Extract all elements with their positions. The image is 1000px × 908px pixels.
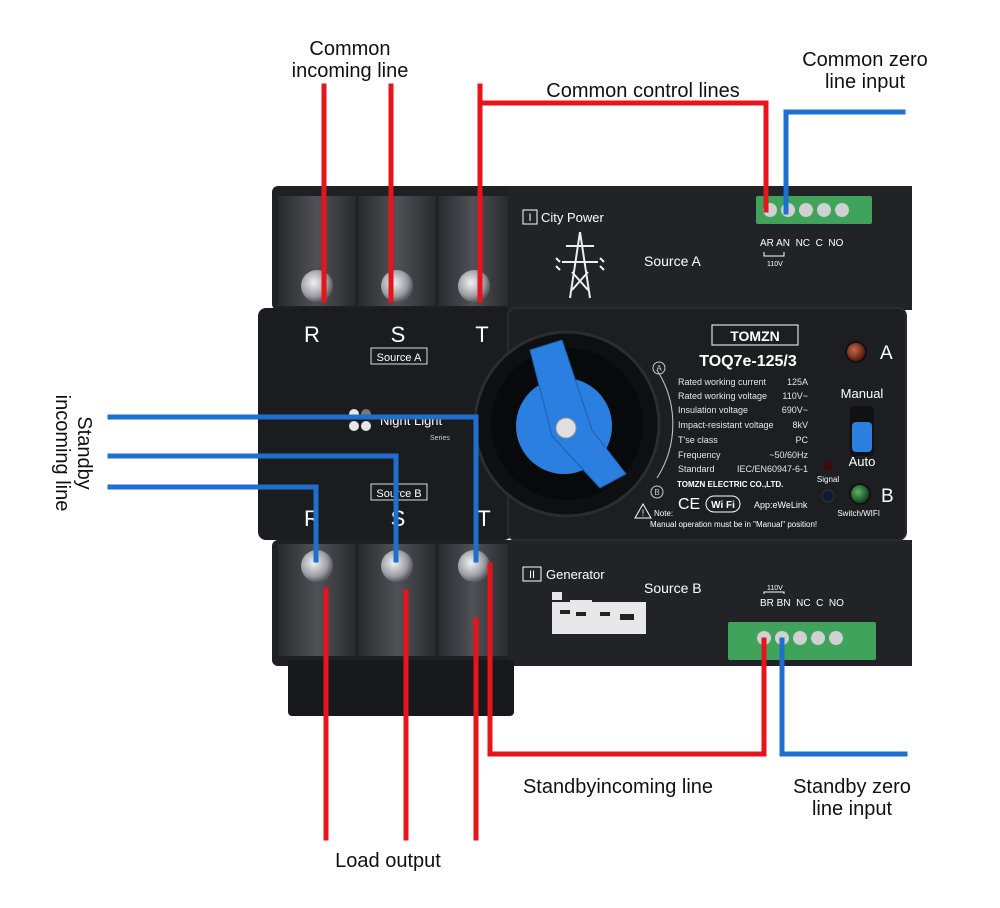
note-title: Note:	[654, 509, 673, 518]
app-label: App:eWeLink	[754, 500, 808, 510]
source-a-badge: Source A	[377, 352, 422, 364]
spec-key: Rated working current	[678, 377, 767, 387]
brand-logo: TOMZN	[730, 328, 780, 344]
wire-standby-s	[107, 453, 399, 563]
generator-label: Generator	[546, 567, 605, 582]
spec-key: Insulation voltage	[678, 405, 748, 415]
spec-value: 110V~	[782, 391, 808, 401]
terminal-b-volt: 110V	[767, 585, 783, 592]
generator-icon	[552, 592, 646, 634]
source-b-label: Source B	[644, 580, 702, 596]
note-switch: Switch/WIFI	[837, 509, 880, 518]
wire-standby-r	[107, 484, 319, 563]
spec-key: Rated working voltage	[678, 391, 767, 401]
night-light-series: Series	[430, 435, 450, 442]
spec-value: 8kV	[792, 420, 808, 430]
city-power-num: I	[528, 212, 531, 224]
terminal-block-b	[728, 622, 876, 660]
spec-list: Rated working current 125A Rated working…	[678, 377, 808, 474]
terminal-a-voltage: 110V	[767, 261, 783, 268]
wire-standby-control	[487, 562, 767, 757]
ce-mark: CE	[678, 496, 700, 513]
generator-num: II	[529, 569, 535, 581]
company-name: TOMZN ELECTRIC CO.,LTD.	[677, 480, 783, 489]
spec-key: T'se class	[678, 435, 718, 445]
label-standby-incoming-line: Standby incoming line	[51, 394, 95, 512]
signal-button	[821, 489, 835, 503]
wire-control-a	[477, 100, 769, 213]
live-wires	[321, 83, 769, 841]
source-b-badge: Source B	[376, 488, 421, 500]
spec-key: Frequency	[678, 450, 721, 460]
neutral-wires	[107, 109, 908, 757]
indicator-b-label: B	[881, 486, 894, 507]
label-common-control-lines: Common control lines	[546, 80, 740, 102]
phase-label-top-t: T	[475, 322, 488, 347]
wire-standby-t	[107, 414, 479, 563]
svg-text:!: !	[642, 508, 645, 518]
indicator-a-led	[845, 341, 867, 363]
spec-value: ~50/60Hz	[769, 450, 808, 460]
phase-label-bottom-t: T	[477, 506, 490, 531]
phase-label-top-s: S	[391, 322, 406, 347]
label-common-incoming-line: Common incoming line	[291, 38, 409, 82]
manual-label: Manual	[841, 386, 884, 401]
dial-position-a: A	[656, 364, 662, 373]
city-power-label: City Power	[541, 210, 605, 225]
rotary-knob[interactable]	[516, 339, 627, 489]
spec-value: PC	[795, 435, 808, 445]
label-common-zero-line-input: Common zero line input	[802, 49, 928, 93]
indicator-b-led	[849, 483, 871, 505]
auto-label: Auto	[849, 454, 876, 469]
wire-common-zero	[783, 109, 906, 215]
terminal-a-labels: AR AN NC C NO	[760, 238, 844, 249]
dial-position-b: B	[654, 488, 659, 497]
note-text: Manual operation must be in "Manual" pos…	[650, 520, 817, 529]
manual-auto-switch-knob[interactable]	[852, 422, 872, 452]
spec-value: IEC/EN60947-6-1	[737, 464, 808, 474]
label-standby-zero-line-input: Standby zero line input	[793, 776, 911, 820]
model-number: TOQ7e-125/3	[699, 353, 797, 370]
wifi-badge: Wi Fi	[711, 500, 735, 511]
spec-value: 690V~	[782, 405, 808, 415]
signal-label: Signal	[817, 475, 839, 484]
label-standby-incoming-line-bottom: Standbyincoming line	[522, 776, 714, 798]
phase-label-top-r: R	[304, 322, 320, 347]
indicator-a-label: A	[880, 343, 893, 364]
wire-standby-zero	[779, 637, 908, 757]
label-load-output: Load output	[335, 850, 441, 872]
source-a-label: Source A	[644, 253, 701, 269]
terminal-b-labels: BR BN NC C NO	[760, 598, 844, 609]
signal-led	[823, 461, 833, 471]
spec-key: Standard	[678, 464, 715, 474]
power-tower-icon	[555, 231, 605, 299]
spec-key: Impact-resistant voltage	[678, 420, 774, 430]
terminal-block-a	[756, 196, 872, 224]
spec-value: 125A	[787, 377, 808, 387]
